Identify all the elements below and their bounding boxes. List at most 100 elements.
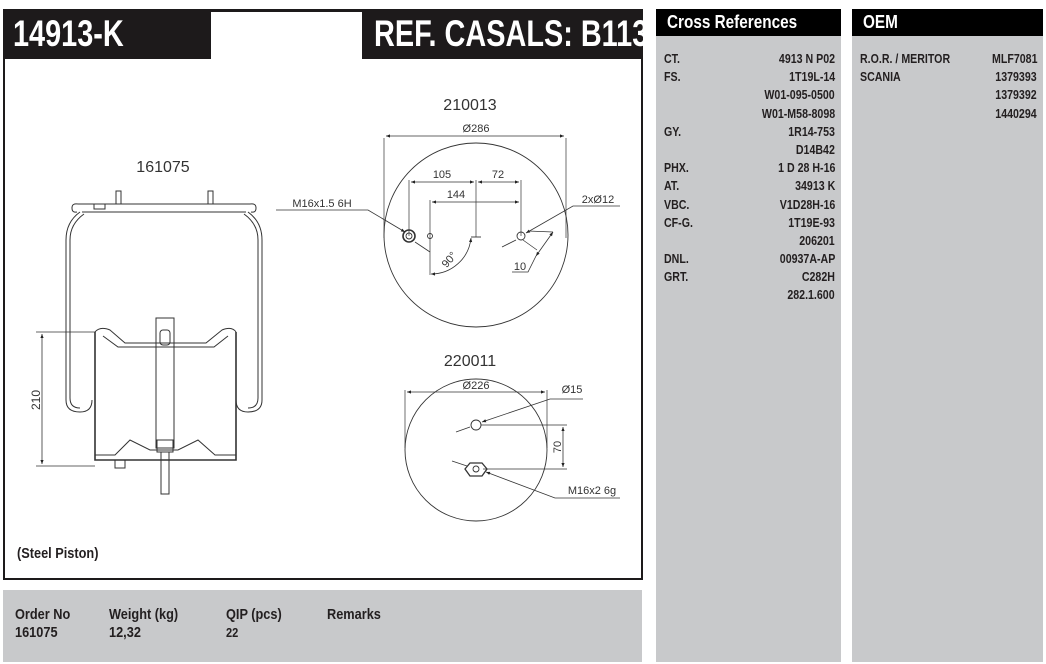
bellow-outline xyxy=(65,211,263,413)
order-no-value: 161075 xyxy=(15,624,58,641)
part-code: 1R14-753 xyxy=(788,124,835,139)
qip-header: QIP (pcs) xyxy=(226,606,282,623)
piston-note: (Steel Piston) xyxy=(17,545,99,562)
oem-title: OEM xyxy=(863,12,898,32)
bottom-stud xyxy=(160,451,170,495)
brand-name: SCANIA xyxy=(860,70,901,85)
part-code: 1T19L-14 xyxy=(788,70,835,85)
list-item: W01-M58-8098 xyxy=(656,107,841,125)
weight-value: 12,32 xyxy=(109,624,141,641)
remarks-column: Remarks xyxy=(327,606,381,624)
list-item: GRT. C282H xyxy=(656,270,841,288)
qip-value: 22 xyxy=(226,625,239,640)
technical-drawing: 161075 210 210013 Ø286 xyxy=(29,97,620,522)
order-no-column: Order No 161075 xyxy=(15,606,70,642)
part-code: W01-M58-8098 xyxy=(761,106,835,121)
dim-105: 105 xyxy=(433,169,451,181)
list-item: SCANIA 1379393 xyxy=(852,70,1043,88)
part-number-header: 14913-K xyxy=(3,9,211,59)
dim-10: 10 xyxy=(514,261,526,273)
part-code: C282H xyxy=(801,270,835,285)
order-info-box: Order No 161075 Weight (kg) 12,32 QIP (p… xyxy=(3,590,642,662)
part-code: 1379392 xyxy=(995,88,1037,103)
part-code: 00937A-AP xyxy=(779,252,835,267)
part-code: D14B42 xyxy=(796,142,835,157)
reference-header: REF. CASALS: B1131 xyxy=(362,9,664,59)
top-plate-view: 210013 Ø286 105 72 144 90° M16x1.5 6H xyxy=(276,97,620,328)
oem-header: OEM xyxy=(852,9,1043,36)
brand-name: FS. xyxy=(664,70,681,85)
dim-70: 70 xyxy=(552,441,564,453)
thread-stud xyxy=(464,462,488,477)
center-rod xyxy=(155,317,175,449)
dim-144: 144 xyxy=(447,189,465,201)
list-item: 1379392 xyxy=(852,88,1043,106)
brand-name: PHX. xyxy=(664,161,689,176)
list-item: CT. 4913 N P02 xyxy=(656,52,841,70)
part-code: 1379393 xyxy=(995,70,1037,85)
list-item: GY. 1R14-753 xyxy=(656,125,841,143)
piston-body xyxy=(94,332,237,461)
side-view: 161075 210 xyxy=(29,159,263,495)
thread-hole xyxy=(402,229,416,243)
remarks-header: Remarks xyxy=(327,606,381,623)
hole-diameter: Ø15 xyxy=(562,384,583,396)
list-item: AT. 34913 K xyxy=(656,179,841,197)
side-view-label: 161075 xyxy=(136,159,189,176)
angle-90: 90° xyxy=(440,250,460,270)
part-code: MLF7081 xyxy=(991,52,1037,66)
part-code: 1 D 28 H-16 xyxy=(777,161,835,176)
cross-references-header: Cross References xyxy=(656,9,841,36)
part-code: 1T19E-93 xyxy=(788,215,835,230)
list-item: W01-095-0500 xyxy=(656,88,841,106)
list-item: DNL.00937A-AP xyxy=(656,252,841,270)
brand-name: CF-G. xyxy=(664,215,693,230)
brand-name: AT. xyxy=(664,179,680,194)
drawing-frame xyxy=(3,9,643,580)
hole-spec: 2xØ12 xyxy=(582,194,614,206)
cross-references-title: Cross References xyxy=(667,12,798,32)
part-code: 282.1.600 xyxy=(787,288,835,303)
part-code: 4913 N P02 xyxy=(778,52,835,66)
plate-tab xyxy=(93,203,106,210)
mounting-studs xyxy=(115,190,214,204)
list-item: FS. 1T19L-14 xyxy=(656,70,841,88)
air-hole xyxy=(470,419,482,431)
list-item: 282.1.600 xyxy=(656,288,841,306)
part-number: 14913-K xyxy=(13,13,124,54)
brand-name: R.O.R. / MERITOR xyxy=(860,52,951,66)
reference-number: REF. CASALS: B1131 xyxy=(374,13,665,54)
list-item: 206201 xyxy=(656,234,841,252)
part-code: 1440294 xyxy=(995,106,1037,121)
brand-name: GRT. xyxy=(664,270,689,285)
part-code: W01-095-0500 xyxy=(764,88,835,103)
brand-name: CT. xyxy=(664,52,680,66)
brand-name: VBC. xyxy=(664,197,690,212)
bottom-plate-diameter: Ø226 xyxy=(463,380,490,392)
height-dimension: 210 xyxy=(29,390,43,410)
mount-hole xyxy=(516,231,526,241)
list-item: R.O.R. / MERITOR MLF7081 xyxy=(852,52,1043,70)
list-item: 1440294 xyxy=(852,107,1043,125)
weight-column: Weight (kg) 12,32 xyxy=(109,606,178,642)
brand-name: GY. xyxy=(664,124,682,139)
weight-header: Weight (kg) xyxy=(109,606,179,623)
part-code: V1D28H-16 xyxy=(779,197,835,212)
list-item: PHX. 1 D 28 H-16 xyxy=(656,161,841,179)
bottom-plate-circle xyxy=(404,378,548,522)
qip-column: QIP (pcs) 22 xyxy=(226,606,282,642)
bottom-plate-label: 220011 xyxy=(444,353,496,370)
list-item: CF-G. 1T19E-93 xyxy=(656,216,841,234)
list-item: VBC. V1D28H-16 xyxy=(656,198,841,216)
list-item: D14B42 xyxy=(656,143,841,161)
bottom-plate-view: 220011 Ø226 Ø15 70 M16x2 6g xyxy=(404,353,620,522)
top-thread-spec: M16x1.5 6H xyxy=(292,198,351,210)
part-code: 34913 K xyxy=(794,179,835,194)
bottom-thread-spec: M16x2 6g xyxy=(568,485,616,497)
dim-72: 72 xyxy=(492,169,504,181)
order-no-header: Order No xyxy=(15,606,71,623)
